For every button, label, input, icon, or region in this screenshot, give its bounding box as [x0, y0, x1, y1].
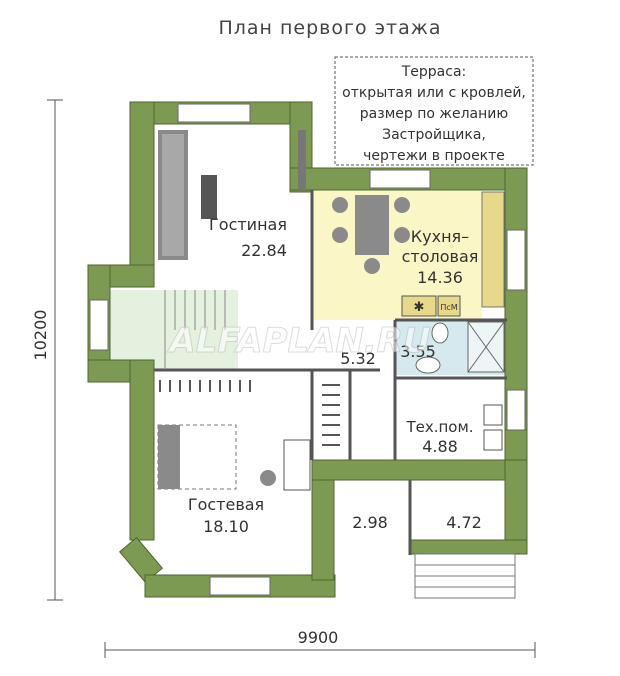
- stair-area: [108, 290, 238, 370]
- watermark: ALFAPLAN.RU: [166, 321, 430, 361]
- living-room-area: 22.84: [241, 241, 287, 260]
- terrace-note-line-2: открытая или с кровлей,: [342, 85, 526, 101]
- height-dimension: [47, 99, 63, 601]
- kitchen-area: 14.36: [417, 268, 463, 287]
- interior-walls: [154, 190, 507, 555]
- height-dimension-label: 10200: [31, 310, 50, 361]
- living-sofa: [158, 130, 188, 260]
- toilet-icon: [431, 322, 449, 344]
- width-dimension: [104, 642, 536, 658]
- terrace-note-line-5: чертежи в проекте: [363, 148, 505, 164]
- stairs: [164, 290, 226, 370]
- desk-chair: [260, 470, 276, 486]
- tech-room-name: Тех.пом.: [405, 418, 473, 436]
- svg-text:✱: ✱: [414, 300, 425, 315]
- guest-room-name: Гостевая: [188, 495, 264, 514]
- hall-area: 5.32: [340, 349, 376, 368]
- living-room-name: Гостиная: [209, 215, 287, 234]
- tv-cabinet: [298, 130, 306, 190]
- washer-icon: [483, 429, 503, 451]
- exterior-walls: [87, 101, 528, 598]
- dining-table: [332, 195, 410, 274]
- terrace-note-line-1: Терраса:: [401, 64, 467, 80]
- kitchen-name-1: Кухня–: [411, 227, 469, 246]
- boiler-icon: [483, 404, 503, 426]
- hall-wardrobe: [322, 384, 340, 446]
- sink-icon: [415, 356, 441, 374]
- vestibule-area: 2.98: [352, 513, 388, 532]
- wardrobe: [159, 380, 251, 392]
- width-dimension-label: 9900: [298, 628, 339, 647]
- coffee-table: [201, 175, 217, 219]
- guest-sofa-bed: [157, 424, 237, 490]
- plan-title: План первого этажа: [218, 17, 441, 39]
- stove-icon: ✱: [401, 295, 437, 317]
- terrace-note: Терраса: открытая или с кровлей, размер …: [334, 56, 534, 166]
- dishwasher: ПсМ: [437, 295, 461, 317]
- svg-text:ПсМ: ПсМ: [440, 303, 457, 312]
- kitchen-name-2: столовая: [402, 247, 479, 266]
- windows: [89, 103, 526, 596]
- terrace-note-line-3: размер по желанию: [360, 106, 509, 122]
- shower-cabin: [467, 321, 505, 373]
- terrace-note-line-4: Застройщика,: [382, 127, 486, 143]
- tech-room-area: 4.88: [422, 437, 458, 456]
- entry-steps: [414, 553, 516, 599]
- entry-area: 4.72: [446, 513, 482, 532]
- guest-room-area: 18.10: [203, 517, 249, 536]
- desk: [283, 439, 311, 491]
- bath-area: 3.55: [400, 342, 436, 361]
- kitchen-counter: [481, 191, 505, 308]
